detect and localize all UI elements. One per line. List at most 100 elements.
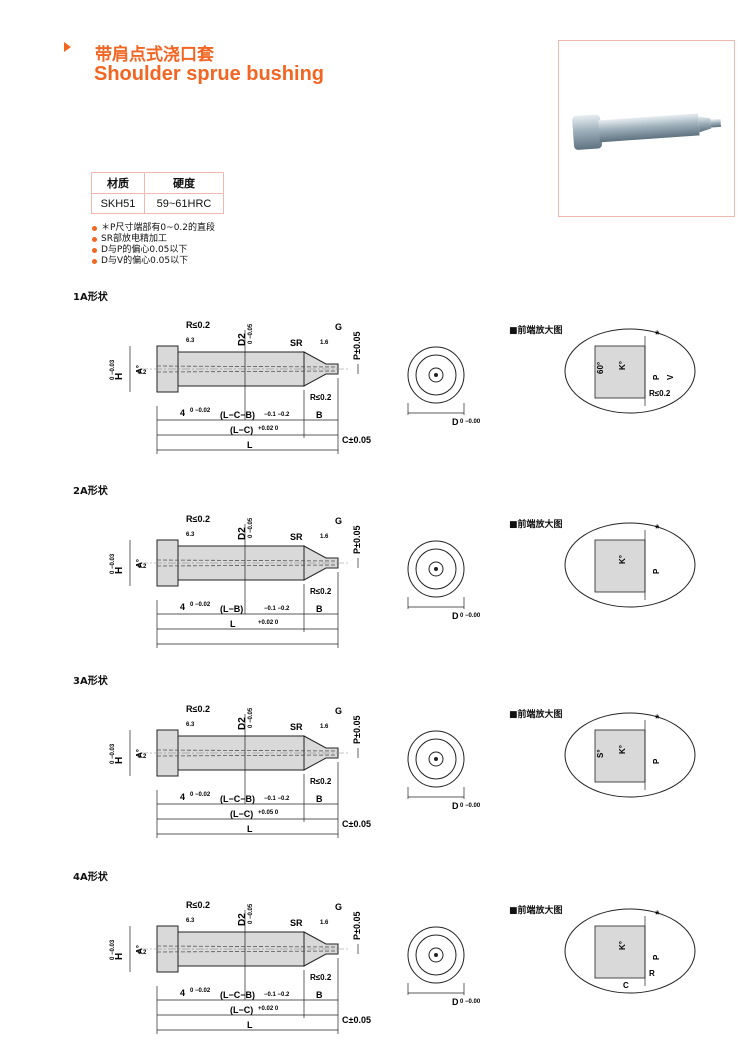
roughness-label: 1.6 [320, 340, 329, 346]
bushing-tip [303, 735, 339, 771]
body-length: (L−C−B) [220, 990, 255, 1000]
p-label: P±0.05 [352, 526, 362, 554]
h-label: H [114, 953, 125, 960]
sr-label: SR [290, 918, 303, 928]
hardness-header: 硬度 [144, 172, 224, 194]
notes-list: ＊P尺寸端部有0~0.2的直段 SR部放电精加工 D与P的偏心0.05以下 D与… [92, 223, 215, 267]
total-length: L [247, 1020, 253, 1030]
body-tolerance: −0.1 −0.2 [264, 796, 290, 802]
k-angle: K° [618, 745, 627, 754]
bore-line [156, 365, 339, 368]
product-photo [558, 40, 735, 217]
length-tolerance: +0.02 0 [258, 620, 279, 626]
h-tolerance: 0 −0.03 [110, 743, 116, 764]
material-header: 材质 [91, 172, 145, 194]
total-length: L [247, 440, 253, 450]
h-tolerance: 0 −0.03 [110, 939, 116, 960]
b-label: B [316, 410, 323, 420]
d2-tolerance: 0 −0.05 [248, 903, 254, 924]
c-label: C±0.05 [342, 819, 371, 829]
note-item: D与P的偏心0.05以下 [92, 245, 215, 256]
body-tolerance: −0.1 −0.2 [264, 992, 290, 998]
r-label: R [649, 969, 655, 978]
tip-section [594, 345, 646, 399]
tip-detail-drawing: *K°PRC [564, 908, 696, 994]
angle-label: A° [135, 945, 144, 954]
detail-view-label: ■前端放大图 [509, 906, 563, 916]
g-label: G [335, 706, 342, 716]
note-item: ＊P尺寸端部有0~0.2的直段 [92, 223, 215, 234]
bore-line [156, 945, 339, 948]
bushing-tip [303, 931, 339, 967]
star-mark: * [655, 713, 660, 725]
g-label: G [335, 322, 342, 332]
v-label: V [666, 374, 675, 380]
h-tolerance: 0 −0.03 [110, 553, 116, 574]
shape-label: 4A形状 [73, 872, 108, 883]
bore-line [156, 564, 339, 567]
title-chinese: 带肩点式浇口套 [95, 45, 214, 65]
roughness-label: 6.3 [186, 918, 195, 924]
body-length: (L−C−B) [220, 410, 255, 420]
d2-label: D2 [237, 717, 248, 730]
tip-radius-label: R≤0.2 [310, 393, 332, 402]
b-label: B [316, 990, 323, 1000]
roughness-label: 0.2 [138, 370, 147, 376]
material-table: 材质 硬度 SKH51 59~61HRC [91, 172, 224, 214]
tip-radius-label: R≤0.2 [310, 973, 332, 982]
b-label: B [316, 604, 323, 614]
shoulder-length: 4 [180, 602, 185, 612]
sr-label: SR [290, 338, 303, 348]
tip-radius-label: R≤0.2 [310, 777, 332, 786]
shoulder-length: 4 [180, 988, 185, 998]
shape-label: 3A形状 [73, 676, 108, 687]
roughness-label: 1.6 [320, 534, 329, 540]
end-view-drawing: D0 −0.005 [407, 926, 480, 1007]
p-label: P±0.05 [352, 912, 362, 940]
body-length: (L−C−B) [220, 794, 255, 804]
angle-label: A° [135, 749, 144, 758]
bore-line [156, 950, 339, 953]
total-length: L [247, 824, 253, 834]
bore-dot [434, 953, 438, 957]
c-label: C±0.05 [342, 1015, 371, 1025]
d-tolerance: 0 −0.005 [460, 803, 480, 809]
sr-label: SR [290, 532, 303, 542]
bullet-icon [92, 259, 97, 264]
shoulder-tolerance: 0 −0.02 [190, 602, 211, 608]
d-label: D [452, 997, 459, 1007]
c-label: C±0.05 [342, 435, 371, 445]
bore-dot [434, 567, 438, 571]
d-tolerance: 0 −0.005 [460, 613, 480, 619]
tip-section [594, 539, 646, 593]
d2-label: D2 [237, 527, 248, 540]
roughness-label: 1.6 [320, 724, 329, 730]
g-label: G [335, 902, 342, 912]
roughness-label: 0.2 [138, 564, 147, 570]
radius-label: R≤0.2 [186, 514, 210, 524]
cone-angle: 60° [596, 362, 605, 374]
length-tolerance: +0.02 0 [258, 426, 279, 432]
shape-label: 2A形状 [73, 486, 108, 497]
body-length: (L−B) [220, 604, 243, 614]
d-label: D [452, 417, 459, 427]
bore-dot [434, 373, 438, 377]
radius-label: R≤0.2 [186, 320, 210, 330]
bore-dot [434, 757, 438, 761]
r-label: R≤0.2 [649, 389, 671, 398]
p-label: P [652, 374, 661, 380]
end-view-drawing: D0 −0.005 [407, 540, 480, 621]
bullet-icon [92, 248, 97, 253]
sr-label: SR [290, 722, 303, 732]
length-without-c: (L−C) [230, 425, 253, 435]
bore-line [156, 370, 339, 373]
length-without-c: L [230, 619, 236, 629]
title-arrow-icon [64, 42, 71, 52]
star-mark: * [655, 523, 660, 535]
g-label: G [335, 516, 342, 526]
radius-label: R≤0.2 [186, 704, 210, 714]
k-angle: K° [618, 361, 627, 370]
